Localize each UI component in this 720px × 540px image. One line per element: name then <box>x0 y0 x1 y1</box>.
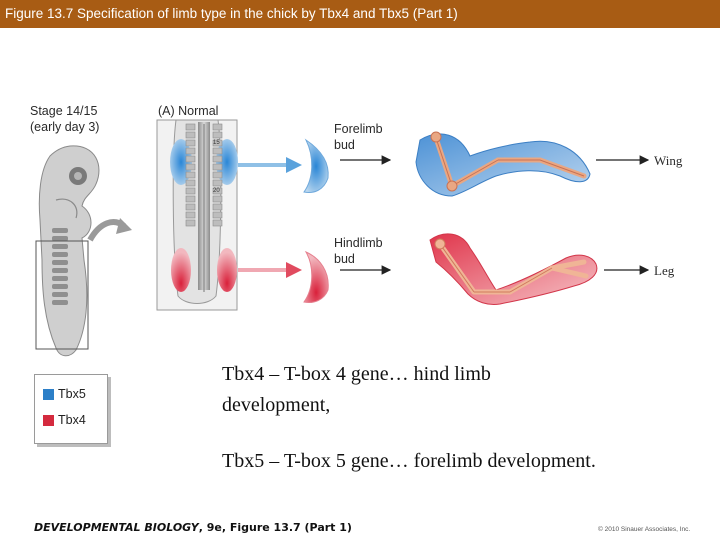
hindlimb-bud-shape <box>303 250 329 303</box>
tbx4-swatch <box>43 415 54 426</box>
stage-label: Stage 14/15 <box>30 104 98 118</box>
figure-reference: , 9e, Figure 13.7 (Part 1) <box>198 521 352 534</box>
tbx5-note: Tbx5 – T-box 5 gene… forelimb developmen… <box>222 450 596 472</box>
legend-label-tbx5: Tbx5 <box>58 387 86 401</box>
book-title: DEVELOPMENTAL BIOLOGY <box>34 521 199 534</box>
somite-15-label: 15 <box>213 140 220 146</box>
forelimb-label: Forelimb <box>334 122 383 136</box>
legend-label-tbx4: Tbx4 <box>58 413 86 427</box>
title-bar: Figure 13.7 Specification of limb type i… <box>0 0 720 28</box>
normal-embryo-panel: 15 20 <box>156 119 238 311</box>
leg-label: Leg <box>654 263 675 278</box>
hindlimb-bud-label: bud <box>334 252 355 266</box>
wing-drawing <box>415 131 591 197</box>
embryo-drawing <box>35 145 100 357</box>
wing-label: Wing <box>654 153 683 168</box>
legend: Tbx5 Tbx4 <box>34 374 108 444</box>
panel-label: (A) Normal <box>158 104 219 118</box>
forelimb-bud-label: bud <box>334 138 355 152</box>
hindlimb-label: Hindlimb <box>334 236 383 250</box>
tbx4-note-continued: development, <box>222 394 331 416</box>
somite-20-label: 20 <box>213 188 220 194</box>
tbx5-swatch <box>43 389 54 400</box>
slide-title: Figure 13.7 Specification of limb type i… <box>5 6 458 21</box>
footer-citation: DEVELOPMENTAL BIOLOGY, 9e, Figure 13.7 (… <box>34 521 352 534</box>
forelimb-bud-shape <box>303 138 329 193</box>
copyright: © 2010 Sinauer Associates, Inc. <box>598 526 691 533</box>
stage-day-label: (early day 3) <box>30 120 100 134</box>
leg-drawing <box>429 233 598 305</box>
tbx4-note: Tbx4 – T-box 4 gene… hind limb <box>222 363 491 385</box>
